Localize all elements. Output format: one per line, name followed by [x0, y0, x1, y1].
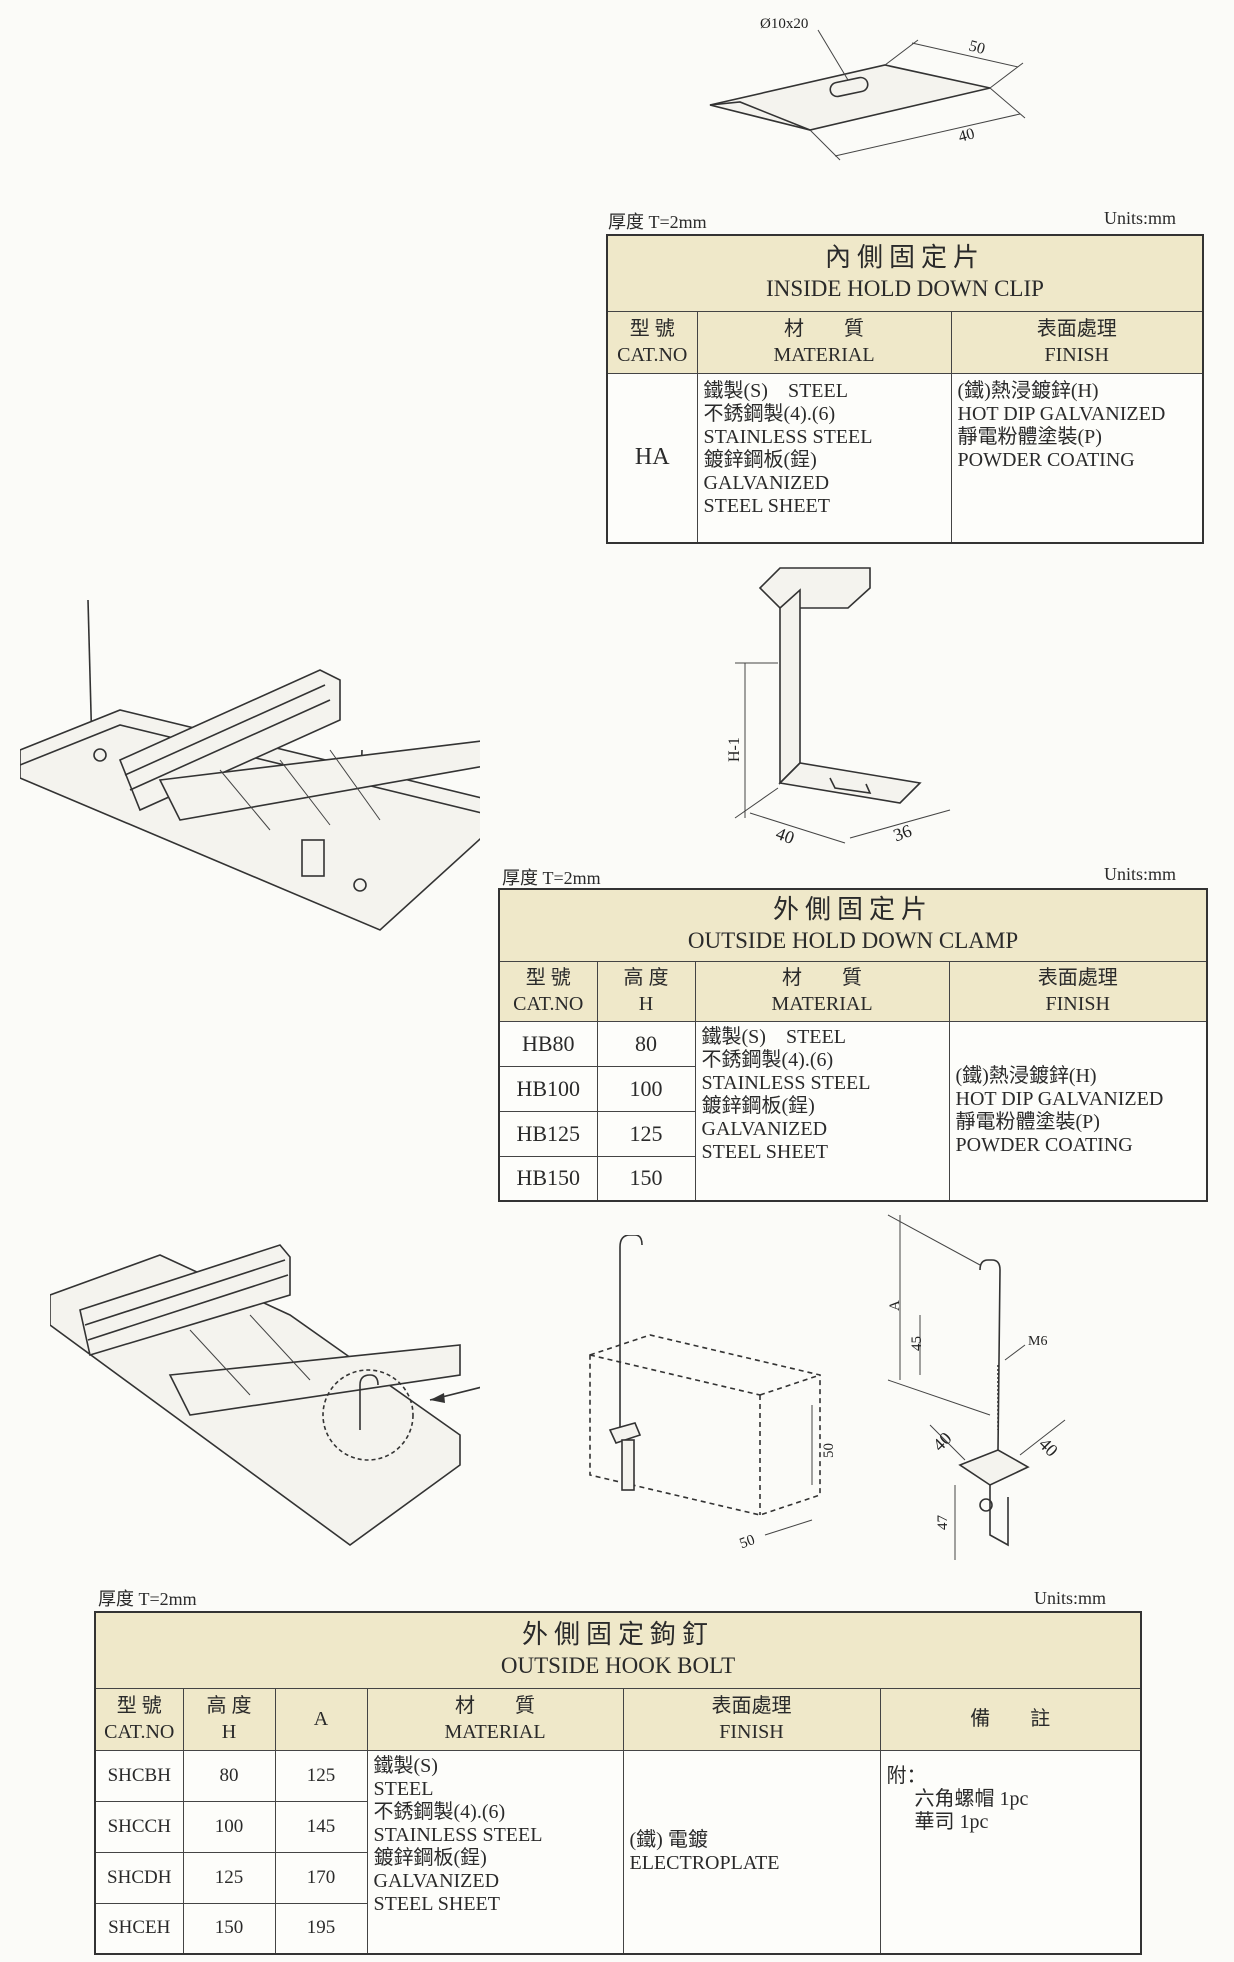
table-row: SHCEH 150 195 [94, 1902, 1141, 1955]
bolt-h-cell: 80 [182, 1749, 276, 1802]
bolt-h-cell: 150 [182, 1902, 276, 1955]
clamp-dim-a: 40 [773, 823, 797, 848]
bolt-finish-cell: (鐵) 電鍍 ELECTROPLATE [622, 1749, 881, 1955]
bolt-a-cell: 170 [274, 1851, 368, 1904]
clamp-h-cell: 80 [596, 1020, 696, 1067]
clamp-material-cell: 鐵製(S) STEEL 不銹鋼製(4).(6) STAINLESS STEEL … [694, 1020, 950, 1202]
table-row: SHCBH 80 125 鐵製(S) STEEL 不銹鋼製(4).(6) STA… [94, 1749, 1142, 1955]
table-row: HB150 150 [498, 1155, 1207, 1202]
bolt-dim-m6: M6 [1028, 1334, 1047, 1349]
bolt-thickness: 厚度 T=2mm [98, 1589, 197, 1609]
bolt-a-cell: 125 [274, 1749, 368, 1802]
bolt-dim-40a: 40 [929, 1428, 956, 1455]
clip-dim-slot: Ø10x20 [760, 16, 808, 32]
bolt-title-en: OUTSIDE HOOK BOLT [500, 1653, 736, 1679]
bolt-remark-cell: 附： 六角螺帽 1pc 華司 1pc [879, 1749, 1142, 1955]
bolt-catno-cell: SHCEH [94, 1902, 184, 1955]
clamp-catno-cell: HB125 [498, 1110, 598, 1157]
clamp-assembly-drawing [20, 600, 480, 931]
bolt-a-cell: 195 [274, 1902, 368, 1955]
clip-title-en: INSIDE HOLD DOWN CLIP [766, 276, 1044, 302]
bolt-header-remark: 備 註 [879, 1687, 1142, 1751]
clamp-dim-h: H-1 [726, 737, 743, 762]
table-row: HB80 80 鐵製(S) STEEL 不銹鋼製(4).(6) STAINLES… [498, 1020, 1208, 1202]
clamp-title-en: OUTSIDE HOLD DOWN CLAMP [687, 928, 1019, 954]
bolt-catno-cell: SHCDH [94, 1851, 184, 1904]
clip-table-title: 內側固定片 INSIDE HOLD DOWN CLIP [606, 234, 1204, 312]
clip-catno-cell: HA [606, 372, 698, 544]
bolt-title-zh: 外側固定鉤釘 [521, 1620, 714, 1650]
clip-dim-width: 50 [967, 37, 987, 58]
clamp-h-cell: 100 [596, 1065, 696, 1112]
table-row: SHCCH 100 145 [94, 1800, 1141, 1853]
clip-units: Units:mm [1104, 208, 1177, 228]
clip-dim-depth: 40 [957, 125, 977, 146]
clamp-h-cell: 150 [596, 1155, 696, 1202]
clamp-catno-cell: HB150 [498, 1155, 598, 1202]
hook-bolt-part-drawing: A 45 M6 40 40 47 [887, 1214, 1066, 1560]
bolt-material-cell: 鐵製(S) STEEL 不銹鋼製(4).(6) STAINLESS STEEL … [366, 1749, 624, 1955]
clip-thickness: 厚度 T=2mm [608, 212, 707, 232]
clip-title-zh: 內側固定片 [824, 243, 985, 273]
table-row: HB125 125 [498, 1110, 1207, 1157]
table-row: HB100 100 [498, 1065, 1207, 1112]
clamp-h-cell: 125 [596, 1110, 696, 1157]
bolt-header-a: A [274, 1687, 368, 1751]
table-row: SHCDH 125 170 [94, 1851, 1141, 1904]
clamp-finish-cell: (鐵)熱浸鍍鋅(H) HOT DIP GALVANIZED 靜電粉體塗裝(P) … [948, 1020, 1208, 1202]
hook-bolt-assembly-drawing [50, 1244, 480, 1546]
bolt-catno-cell: SHCCH [94, 1800, 184, 1853]
clip-material-cell: 鐵製(S) STEEL 不銹鋼製(4).(6) STAINLESS STEEL … [696, 372, 952, 544]
inside-clip-drawing: Ø10x20 50 40 [709, 16, 1026, 161]
bolt-units: Units:mm [1034, 1588, 1107, 1608]
bolt-h-cell: 100 [182, 1800, 276, 1853]
bolt-a-cell: 145 [274, 1800, 368, 1853]
clamp-thickness: 厚度 T=2mm [502, 868, 601, 888]
clip-finish-cell: (鐵)熱浸鍍鋅(H) HOT DIP GALVANIZED 靜電粉體塗裝(P) … [950, 372, 1204, 544]
hook-bolt-box-drawing: 50 50 [589, 1235, 837, 1552]
clamp-catno-cell: HB100 [498, 1065, 598, 1112]
bolt-dim-45: 45 [909, 1336, 925, 1351]
bolt-h-cell: 125 [182, 1851, 276, 1904]
bolt-dim-50b: 50 [738, 1532, 758, 1552]
clamp-catno-cell: HB80 [498, 1020, 598, 1067]
clamp-title-zh: 外側固定片 [772, 895, 933, 925]
bolt-catno-cell: SHCBH [94, 1749, 184, 1802]
bolt-dim-47: 47 [935, 1515, 951, 1531]
clamp-part-drawing: H-1 40 36 [726, 567, 951, 848]
bolt-dim-a: A [887, 1300, 903, 1311]
clamp-table-title: 外側固定片 OUTSIDE HOLD DOWN CLAMP [498, 888, 1208, 962]
bolt-table-title: 外側固定鉤釘 OUTSIDE HOOK BOLT [94, 1611, 1142, 1689]
bolt-dim-40b: 40 [1035, 1434, 1062, 1461]
clamp-dim-b: 36 [891, 820, 915, 845]
clamp-units: Units:mm [1104, 864, 1177, 884]
bolt-dim-50a: 50 [821, 1443, 837, 1458]
